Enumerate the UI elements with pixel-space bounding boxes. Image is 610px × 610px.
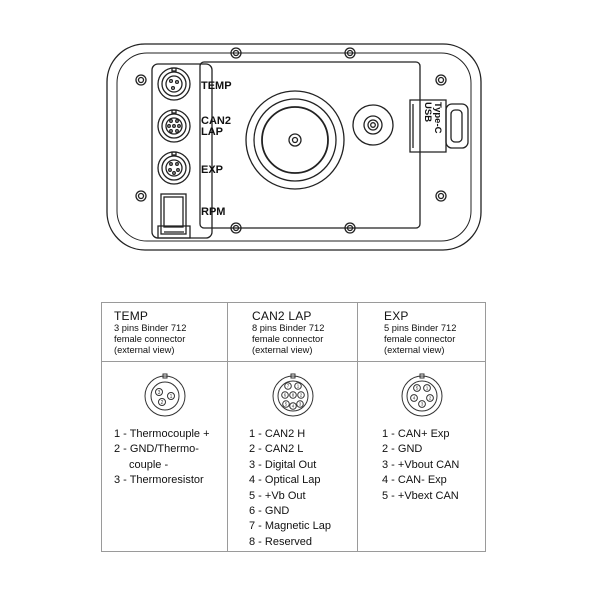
pin-number-1: 1 (169, 394, 172, 400)
temp-column: TEMP 3 pins Binder 712 female connector … (102, 303, 227, 551)
pin-number-7: 7 (286, 384, 289, 389)
device-inner-rim (116, 52, 472, 242)
usb-c-port (409, 99, 469, 153)
can2-lap-connector-diagram: 7 1 6 8 2 5 4 3 (228, 371, 357, 421)
pin-number-1: 1 (425, 386, 428, 391)
column-subtitle-line: (external view) (114, 345, 175, 355)
pin-item-continued: couple - (129, 458, 169, 471)
pin-item: 1 - CAN2 H (249, 428, 306, 440)
pin-item: 8 - Reserved (249, 535, 312, 548)
pin-item: 2 - GND/Thermo- (114, 443, 199, 456)
pin-list: 1 - Thermocouple + 2 - GND/Thermo- coupl… (114, 427, 227, 489)
pin-item: 4 - CAN- Exp (382, 474, 447, 487)
can2-lap-column: CAN2 LAP 8 pins Binder 712 female connec… (227, 303, 357, 551)
pin-number-2: 2 (160, 400, 163, 406)
exp-label: EXP (201, 164, 223, 176)
can2-lap-connector (157, 109, 191, 143)
pinout-table: TEMP 3 pins Binder 712 female connector … (101, 302, 486, 552)
column-title: CAN2 LAP (252, 309, 312, 323)
rpm-label: RPM (201, 206, 225, 218)
side-screw-boss (352, 104, 394, 146)
usb-label: USB (422, 102, 433, 122)
main-panel (199, 61, 421, 229)
pin-item: 2 - CAN2 L (249, 443, 304, 456)
column-subtitle-line: female connector (114, 334, 186, 344)
pin-item: 3 - Digital Out (249, 458, 317, 471)
column-title: EXP (384, 309, 409, 323)
temp-connector-diagram: 3 1 2 (102, 371, 227, 421)
column-subtitle-line: (external view) (384, 345, 445, 355)
pin-number-2: 2 (428, 396, 431, 401)
column-header: CAN2 LAP 8 pins Binder 712 female connec… (252, 309, 353, 356)
exp-column: EXP 5 pins Binder 712 female connector (… (357, 303, 485, 551)
temp-label: TEMP (201, 80, 232, 92)
exp-connector (157, 151, 191, 185)
pin-number-3: 3 (420, 402, 423, 407)
panel-screws (135, 47, 447, 234)
lap-label: LAP (201, 126, 223, 138)
column-subtitle-line: female connector (384, 334, 456, 344)
can2-label: CAN2 (201, 115, 231, 127)
pin-number-3: 3 (298, 402, 301, 407)
pin-item: 5 - +Vbext CAN (382, 489, 459, 502)
pin-number-8: 8 (291, 393, 294, 398)
device-outer-body (106, 43, 482, 251)
pin-item: 6 - GND (249, 505, 290, 518)
pin-item: 3 - Thermoresistor (114, 474, 204, 487)
pin-item: 1 - Thermocouple + (114, 428, 210, 440)
pin-list: 1 - CAN2 H 2 - CAN2 L 3 - Digital Out 4 … (249, 427, 357, 550)
rpm-connector (157, 193, 191, 239)
central-mount (245, 90, 345, 190)
exp-connector-diagram: 5 1 4 2 3 (358, 371, 485, 421)
pin-number-2: 2 (299, 393, 302, 398)
column-subtitle-line: 3 pins Binder 712 (114, 323, 187, 333)
pin-number-4: 4 (412, 396, 415, 401)
temp-connector (157, 67, 191, 101)
usb-type-c-label: Type-C (432, 102, 443, 134)
pin-number-1: 1 (296, 384, 299, 389)
column-header: EXP 5 pins Binder 712 female connector (… (384, 309, 481, 356)
pin-item: 5 - +Vb Out (249, 489, 306, 502)
column-subtitle-line: female connector (252, 334, 324, 344)
column-header: TEMP 3 pins Binder 712 female connector … (114, 309, 223, 356)
column-subtitle-line: 5 pins Binder 712 (384, 323, 457, 333)
pin-item: 7 - Magnetic Lap (249, 520, 331, 533)
pin-number-5: 5 (284, 402, 287, 407)
column-title: TEMP (114, 309, 149, 323)
pin-number-4: 4 (291, 404, 294, 409)
column-subtitle-line: 8 pins Binder 712 (252, 323, 325, 333)
pin-number-3: 3 (157, 390, 160, 396)
pin-number-6: 6 (283, 393, 286, 398)
device-rear-view: TEMP CAN2 LAP EXP RPM USB Type-C (106, 43, 482, 251)
pin-item: 3 - +Vbout CAN (382, 458, 460, 471)
pin-number-5: 5 (415, 386, 418, 391)
pin-item: 1 - CAN+ Exp (382, 428, 450, 440)
pin-item: 4 - Optical Lap (249, 474, 321, 487)
pin-item: 2 - GND (382, 443, 423, 456)
column-subtitle-line: (external view) (252, 345, 313, 355)
pin-list: 1 - CAN+ Exp 2 - GND 3 - +Vbout CAN 4 - … (382, 427, 485, 504)
